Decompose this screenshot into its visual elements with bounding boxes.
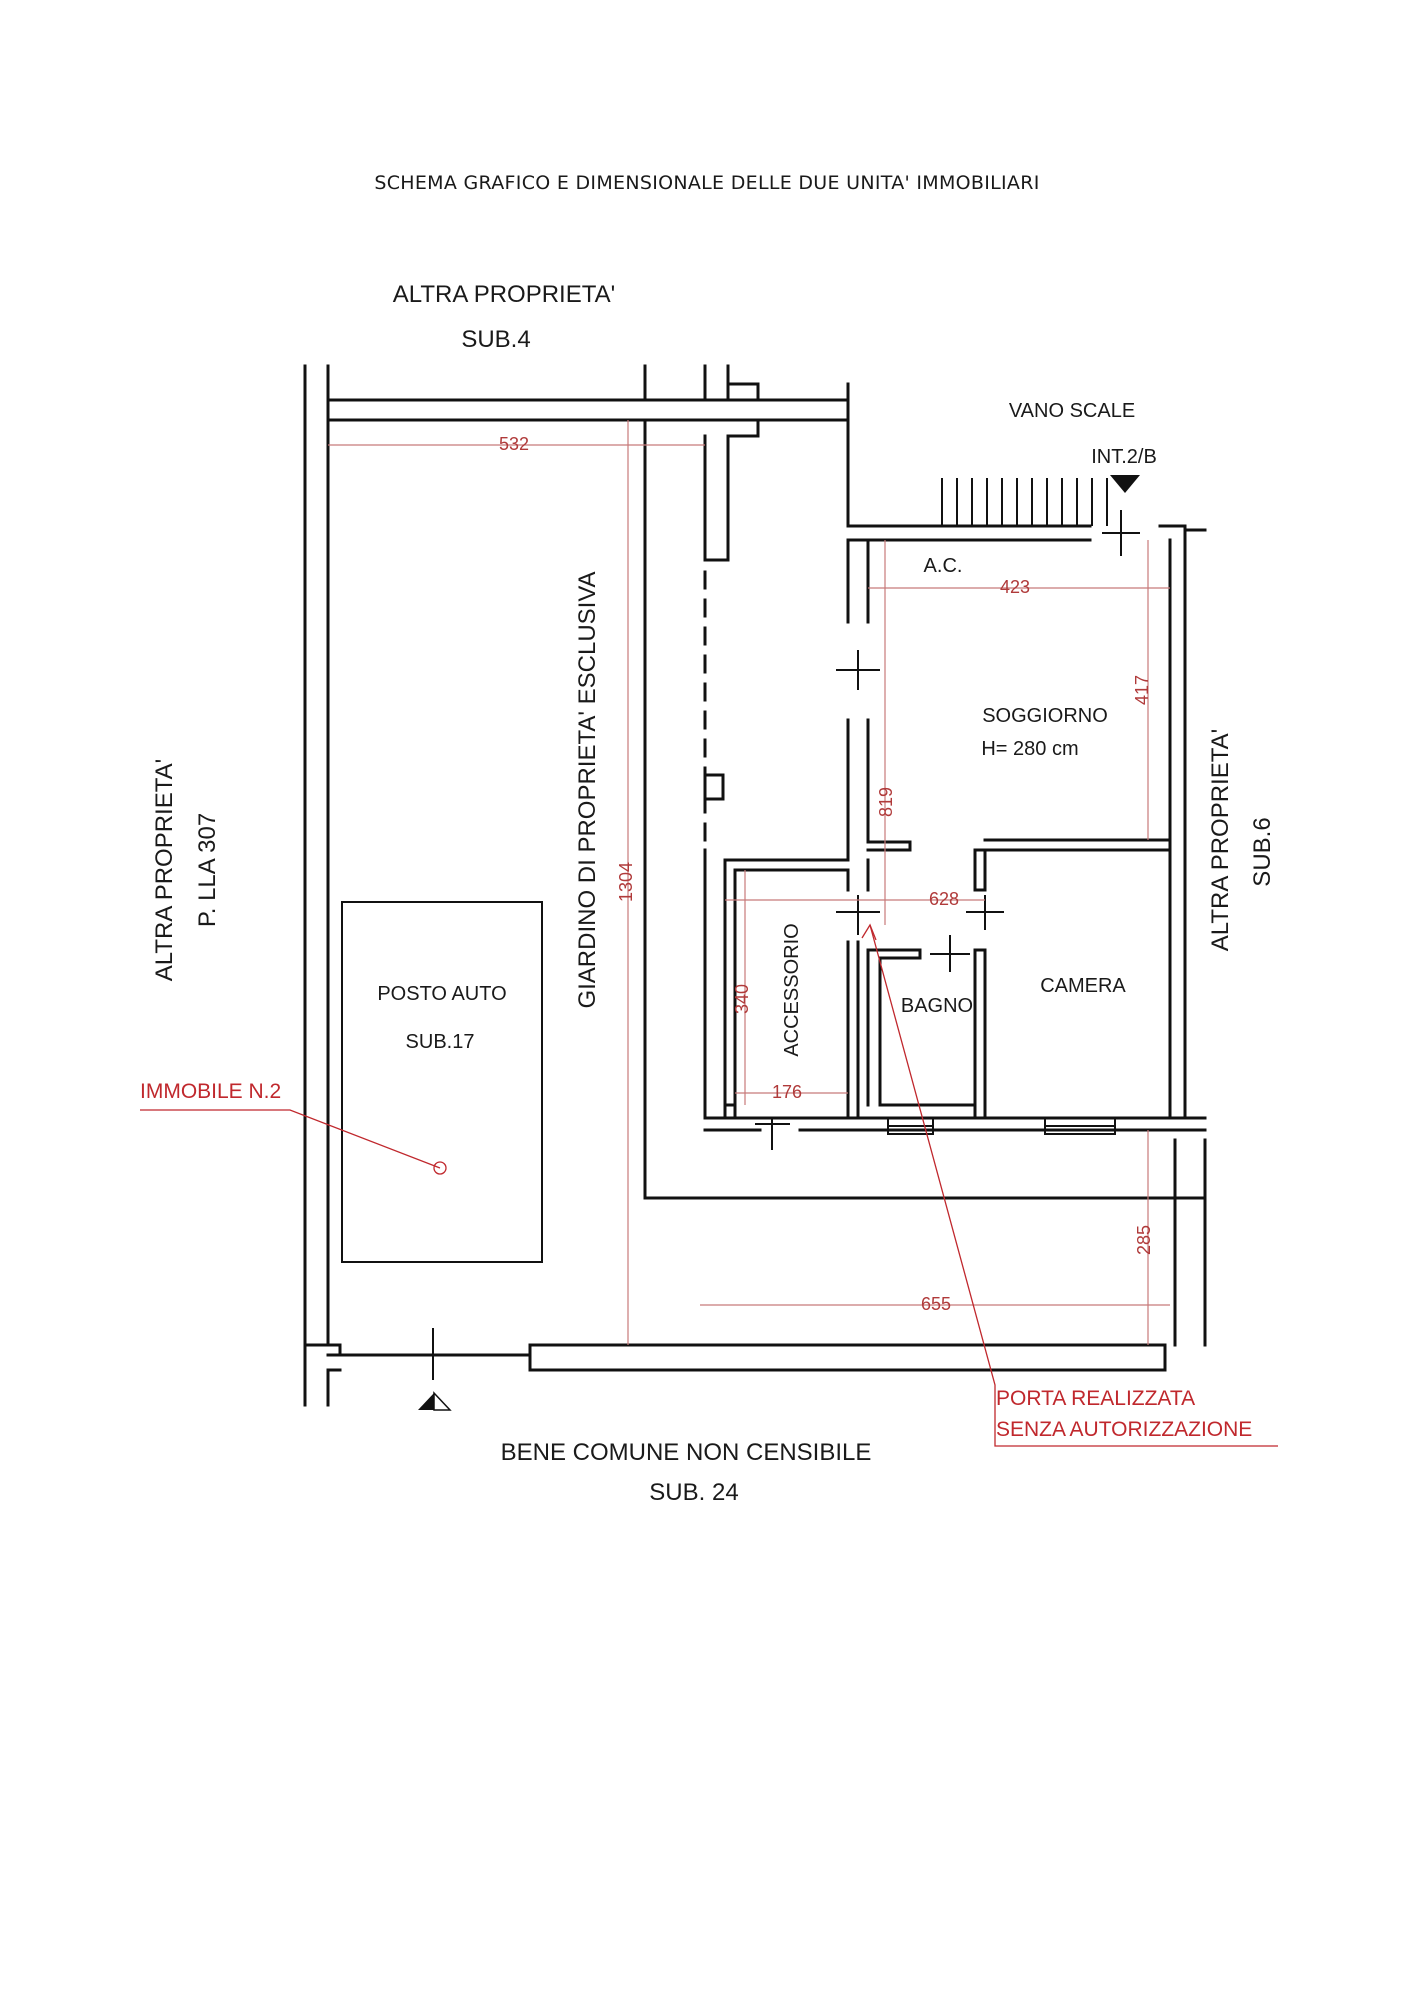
parking-space	[341, 901, 543, 1263]
property-annotation: IMMOBILE N.2	[140, 1080, 281, 1103]
property-leader	[140, 1109, 441, 1169]
dim-bottom-width: 655	[921, 1294, 951, 1314]
property-marker-icon	[433, 1161, 447, 1175]
top-sub-label: SUB.4	[461, 326, 530, 353]
right-sub-label: SUB.6	[1249, 817, 1276, 886]
bedroom-label: CAMERA	[1040, 975, 1126, 997]
dim-total-height: 1304	[616, 862, 636, 902]
top-owner-label: ALTRA PROPRIETA'	[393, 281, 615, 308]
dimension-lines	[328, 420, 1170, 1345]
entrance-marker-icon	[1110, 475, 1140, 493]
door-leader	[869, 924, 1278, 1447]
garden-label: GIARDINO DI PROPRIETA' ESCLUSIVA	[574, 571, 601, 1008]
dim-bottom-depth: 285	[1134, 1225, 1154, 1255]
apartment-walls	[703, 382, 1207, 1132]
door-annotation-line2: SENZA AUTORIZZAZIONE	[996, 1418, 1252, 1441]
left-parcel-label: P. LLA 307	[194, 813, 221, 927]
door-marks	[755, 510, 1140, 1150]
living-room-height: H= 280 cm	[981, 738, 1078, 760]
storage-label: ACCESSORIO	[781, 923, 803, 1056]
dim-apartment-width: 628	[929, 889, 959, 909]
stair-treads	[941, 478, 1108, 526]
plot-walls	[303, 364, 1207, 1407]
ac-label: A.C.	[924, 555, 963, 577]
door-annotation-line1: PORTA REALIZZATA	[996, 1387, 1195, 1410]
dim-storage-depth: 340	[732, 984, 752, 1014]
bottom-owner-label: BENE COMUNE NON CENSIBILE	[501, 1439, 872, 1466]
bathroom-label: BAGNO	[901, 995, 973, 1017]
dim-garden-width: 532	[499, 434, 529, 454]
dim-storage-width: 176	[772, 1082, 802, 1102]
stairs-label: VANO SCALE	[1009, 400, 1135, 422]
left-owner-label: ALTRA PROPRIETA'	[151, 759, 178, 981]
entrance-label: INT.2/B	[1091, 446, 1157, 468]
parking-label: POSTO AUTO	[377, 983, 506, 1005]
bottom-sub-label: SUB. 24	[649, 1479, 738, 1506]
door-leader-arrow-icon	[861, 923, 877, 941]
parking-sub-label: SUB.17	[406, 1031, 475, 1053]
dim-living-depth: 417	[1132, 675, 1152, 705]
dim-apartment-depth: 819	[876, 787, 896, 817]
dim-ac-width: 423	[1000, 577, 1030, 597]
windows	[887, 1117, 1116, 1135]
living-room-label: SOGGIORNO	[982, 705, 1108, 727]
right-owner-label: ALTRA PROPRIETA'	[1207, 729, 1234, 951]
page-title: SCHEMA GRAFICO E DIMENSIONALE DELLE DUE …	[374, 172, 1039, 194]
gate-marker	[418, 1328, 452, 1411]
